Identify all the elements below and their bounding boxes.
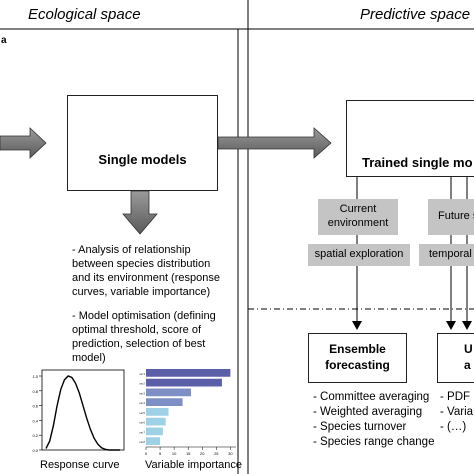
category-label: var8 bbox=[139, 440, 145, 444]
x-tick-label: 20 bbox=[200, 451, 205, 456]
current-environment-label-2: environment bbox=[327, 217, 389, 229]
y-tick-label: 1.0 bbox=[32, 374, 38, 379]
ensemble-title-1: Ensemble bbox=[329, 342, 386, 357]
trained-models-box bbox=[346, 100, 474, 177]
analysis-note-line: curves, variable importance) bbox=[72, 286, 211, 299]
analysis-arrow bbox=[122, 190, 158, 235]
x-tick-label: 0 bbox=[145, 451, 148, 456]
importance-bar bbox=[146, 427, 163, 436]
optimisation-note-line: model) bbox=[72, 352, 106, 365]
importance-bar bbox=[146, 437, 161, 445]
incoming-arrow bbox=[0, 127, 47, 159]
x-tick-label: 5 bbox=[159, 451, 162, 456]
x-tick-label: 10 bbox=[172, 451, 177, 456]
analysis-note-line: between species distribution bbox=[72, 258, 211, 271]
y-tick-label: 0.4 bbox=[32, 418, 38, 423]
importance-bar bbox=[146, 417, 166, 426]
importance-bar bbox=[146, 369, 231, 377]
category-label: var1 bbox=[139, 372, 145, 376]
uncertainty-title-1: U bbox=[464, 342, 473, 357]
response-curve-caption: Response curve bbox=[40, 459, 120, 471]
y-tick-label: 0.6 bbox=[32, 404, 38, 409]
ecological-space-header: Ecological space bbox=[28, 6, 141, 23]
y-tick-label: 0.8 bbox=[32, 389, 38, 394]
category-label: var7 bbox=[139, 430, 145, 434]
category-label: var2 bbox=[139, 382, 145, 386]
uncertainty-methods-list: - PDF - Varia - (…) bbox=[440, 390, 473, 435]
spatial-exploration-label: spatial exploration bbox=[314, 248, 404, 261]
importance-bar bbox=[146, 398, 183, 406]
optimisation-note-line: optimal threshold, score of bbox=[72, 324, 202, 337]
analysis-note-line: and its environment (response bbox=[72, 272, 220, 285]
temporal-exploration-box: temporal bbox=[419, 244, 474, 266]
panel-letter: a bbox=[1, 35, 7, 46]
uncertainty-method-item: - Varia bbox=[440, 405, 474, 418]
train-arrow bbox=[217, 127, 332, 159]
current-env-arrowhead bbox=[352, 321, 362, 330]
trained-models-title: Trained single mo bbox=[362, 155, 473, 170]
uncertainty-box: U a bbox=[437, 333, 474, 383]
uncertainty-method-item: - (…) bbox=[440, 420, 467, 433]
category-label: var4 bbox=[139, 401, 145, 405]
x-tick-label: 15 bbox=[186, 451, 191, 456]
y-tick-label: 0.0 bbox=[32, 448, 38, 453]
analysis-note-line: - Analysis of relationship bbox=[72, 244, 191, 256]
importance-bar bbox=[146, 378, 222, 387]
current-environment-label-1: Current bbox=[339, 203, 377, 216]
y-tick-label: 0.2 bbox=[32, 433, 38, 438]
response-curve-chart: 0.0 0.2 0.4 0.6 0.8 1.0 bbox=[32, 369, 125, 453]
future-env-arrowhead-2 bbox=[462, 321, 472, 330]
future-environment-box: Future s bbox=[428, 199, 474, 235]
plot-frame bbox=[41, 369, 125, 451]
spatial-exploration-box: spatial exploration bbox=[308, 244, 410, 266]
future-environment-label: Future s bbox=[438, 210, 474, 223]
ensemble-title-2: forecasting bbox=[325, 358, 390, 372]
ensemble-methods-list: - Committee averaging - Weighted averagi… bbox=[313, 390, 434, 450]
x-tick-label: 25 bbox=[214, 451, 219, 456]
ensemble-method-item: - Weighted averaging bbox=[313, 405, 423, 418]
x-tick-label: 30 bbox=[228, 451, 233, 456]
response-line bbox=[45, 375, 120, 451]
analysis-notes: - Analysis of relationship between speci… bbox=[72, 243, 220, 299]
future-env-arrowhead-1 bbox=[446, 321, 456, 330]
importance-bar bbox=[146, 388, 191, 397]
variable-importance-chart: var1 var2 var3 var4 var5 var6 var7 var8 0 5 10 15 20… bbox=[139, 369, 236, 456]
category-label: var5 bbox=[139, 411, 145, 415]
ensemble-method-item: - Committee averaging bbox=[313, 391, 430, 403]
uncertainty-title-2: a bbox=[464, 358, 471, 372]
ensemble-forecasting-box: Ensemble forecasting bbox=[308, 333, 407, 383]
variable-importance-caption: Variable importance bbox=[145, 459, 243, 471]
category-label: var3 bbox=[139, 391, 145, 395]
importance-bar bbox=[146, 408, 169, 416]
predictive-space-header: Predictive space bbox=[360, 6, 471, 23]
single-models-title: Single models bbox=[98, 152, 187, 167]
single-models-box bbox=[67, 95, 218, 191]
ensemble-method-item: - Species turnover bbox=[313, 420, 407, 433]
optimisation-notes: - Model optimisation (defining optimal t… bbox=[72, 309, 216, 365]
optimisation-note-line: prediction, selection of best bbox=[72, 338, 206, 351]
optimisation-note-line: - Model optimisation (defining bbox=[72, 310, 216, 322]
ensemble-method-item: - Species range change bbox=[313, 435, 435, 448]
uncertainty-method-item: - PDF bbox=[440, 391, 471, 403]
temporal-exploration-label: temporal bbox=[429, 248, 472, 261]
current-environment-box: Current environment bbox=[318, 199, 398, 235]
category-label: var6 bbox=[139, 421, 145, 425]
